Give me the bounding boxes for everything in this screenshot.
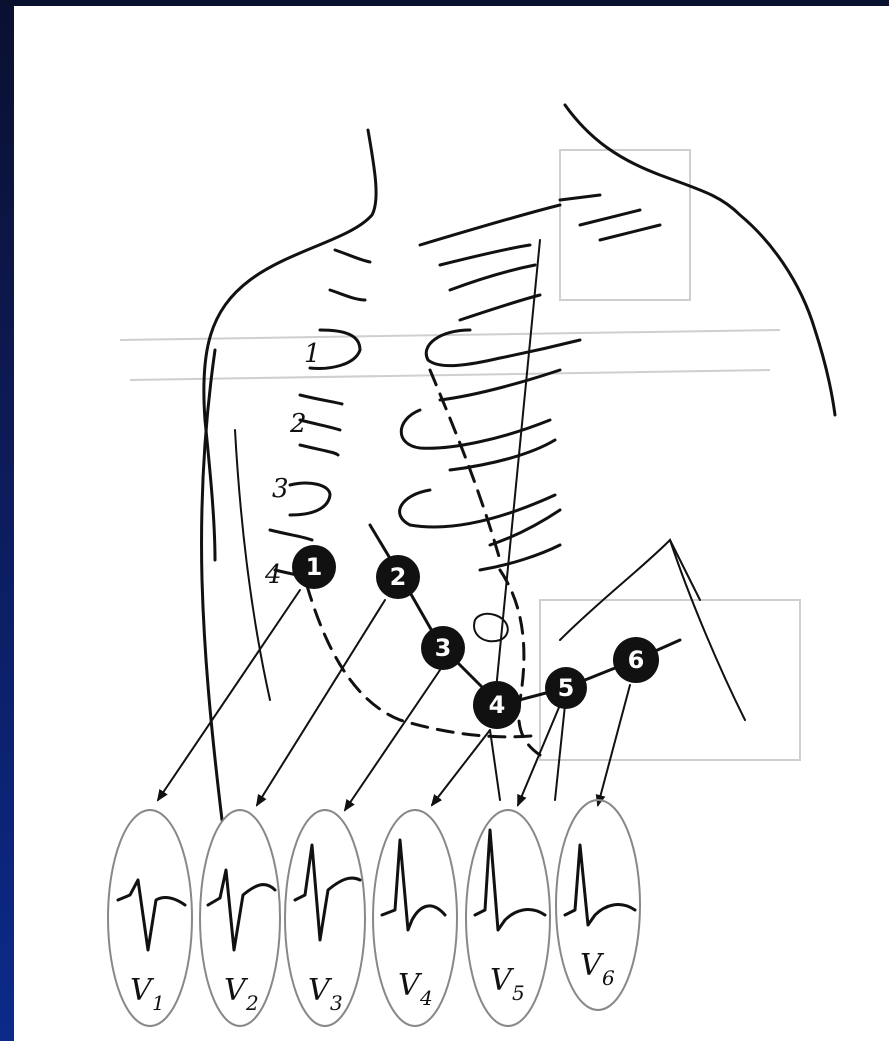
ecg-tracings: V 1 V 2 V 3 V 4 V 5 bbox=[108, 800, 640, 1026]
tracing-v6: V 6 bbox=[556, 800, 640, 1010]
svg-text:6: 6 bbox=[602, 966, 615, 990]
electrode-4: 4 bbox=[473, 681, 521, 729]
svg-text:3: 3 bbox=[330, 991, 343, 1015]
tracing-v1: V 1 bbox=[108, 810, 192, 1026]
svg-text:2: 2 bbox=[245, 991, 259, 1015]
tracing-v3: V 3 bbox=[285, 810, 365, 1026]
tracing-v4: V 4 bbox=[373, 810, 457, 1026]
electrode-5: 5 bbox=[545, 667, 587, 709]
tracing-v5: V 5 bbox=[466, 810, 550, 1026]
electrode-label-5: 5 bbox=[558, 674, 575, 702]
svg-text:1: 1 bbox=[152, 991, 165, 1015]
electrode-label-2: 2 bbox=[390, 563, 407, 591]
rib-label-3: 3 bbox=[272, 474, 289, 504]
ribs-right bbox=[400, 195, 660, 570]
electrode-2: 2 bbox=[376, 555, 420, 599]
electrode-label-4: 4 bbox=[489, 691, 506, 719]
electrode-1: 1 bbox=[292, 545, 336, 589]
electrodes: 1 2 3 4 5 6 bbox=[292, 545, 659, 729]
rib-label-4: 4 bbox=[264, 560, 282, 590]
electrode-label-1: 1 bbox=[306, 553, 323, 581]
ribs-left: 1 2 3 4 bbox=[264, 250, 370, 590]
rib-label-2: 2 bbox=[289, 409, 307, 439]
svg-text:5: 5 bbox=[512, 981, 525, 1005]
svg-text:4: 4 bbox=[419, 986, 433, 1010]
electrode-6: 6 bbox=[613, 637, 659, 683]
tracing-v2: V 2 bbox=[200, 810, 280, 1026]
electrode-3: 3 bbox=[421, 626, 465, 670]
electrode-label-3: 3 bbox=[435, 634, 452, 662]
electrode-label-6: 6 bbox=[628, 646, 645, 674]
background-artifacts bbox=[120, 150, 800, 760]
rib-label-1: 1 bbox=[304, 339, 321, 369]
